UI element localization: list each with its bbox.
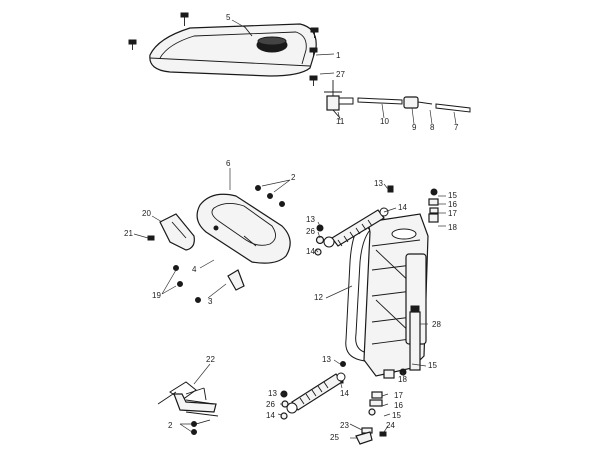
callout-labels: 5 1 27 11 10 9 8 7 6 2 20 21 4 19 3 13 1… [124,13,459,442]
callout-3: 3 [208,297,213,306]
callout-15-c: 15 [392,411,401,420]
callout-1: 1 [336,51,341,60]
callout-16-b: 16 [394,401,403,410]
callout-12: 12 [314,293,323,302]
clip [227,269,245,291]
callout-21: 21 [124,229,133,238]
callout-4: 4 [192,265,197,274]
bottom-hardware [355,427,387,445]
callout-13-c: 13 [322,355,331,364]
lower-shock-absorber [280,372,346,420]
frame-hardware [338,185,439,416]
callout-14-b: 14 [306,247,315,256]
bracket-screws [147,235,201,303]
callout-25: 25 [330,433,339,442]
callout-14-d: 14 [266,411,275,420]
callout-11: 11 [336,117,345,126]
callout-9: 9 [412,123,417,132]
rear-post [409,305,421,371]
callout-17-b: 17 [394,391,403,400]
callout-14-c: 14 [340,389,349,398]
callout-26-a: 26 [306,227,315,236]
fuel-tank [149,23,317,77]
callout-8: 8 [430,123,435,132]
tank-screw [128,12,319,86]
small-bracket [159,213,195,251]
callout-13-d: 13 [268,389,277,398]
callout-18-a: 18 [448,223,457,232]
cover-fasteners [213,185,285,231]
callout-15-a: 15 [448,191,457,200]
callout-6: 6 [226,159,231,168]
leader-lines [133,19,457,439]
callout-27: 27 [336,70,345,79]
callout-18-b: 18 [398,375,407,384]
callout-16-a: 16 [448,200,457,209]
callout-28: 28 [432,320,441,329]
fuel-valve [324,80,354,119]
callout-19: 19 [152,291,161,300]
callout-2-top: 2 [291,173,296,182]
callout-13-b: 13 [306,215,315,224]
footrest-bracket [157,381,219,417]
callout-23: 23 [340,421,349,430]
footrest-screws [191,419,211,435]
callout-7: 7 [454,123,459,132]
callout-10: 10 [380,117,389,126]
callout-17-a: 17 [448,209,457,218]
callout-15-b: 15 [428,361,437,370]
callout-13-a: 13 [374,179,383,188]
upper-shock-absorber [314,207,389,256]
callout-24: 24 [386,421,395,430]
callout-14-a: 14 [398,203,407,212]
fuel-hose [357,96,471,113]
callout-2-bottom: 2 [168,421,173,430]
callout-20: 20 [142,209,151,218]
callout-5: 5 [226,13,231,22]
callout-22: 22 [206,355,215,364]
callout-26-b: 26 [266,400,275,409]
side-cover [196,193,291,264]
